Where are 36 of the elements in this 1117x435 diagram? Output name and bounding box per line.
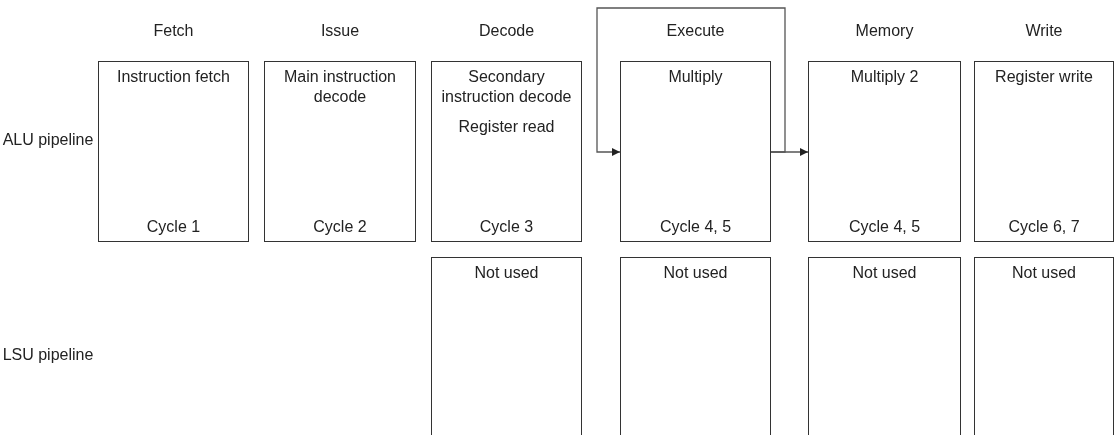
stage-box: [620, 257, 771, 435]
stage-heading: Write: [1024, 21, 1064, 41]
cycle-label: Cycle 6, 7: [1008, 217, 1080, 237]
stage-box: [974, 257, 1114, 435]
stage-box: [808, 61, 961, 242]
cycle-label: Cycle 1: [146, 217, 201, 237]
stage-task: Not used: [474, 263, 539, 283]
stage-heading: Memory: [854, 21, 915, 41]
stage-heading: Decode: [477, 21, 536, 41]
stage-heading: Issue: [319, 21, 361, 41]
cycle-label: Cycle 3: [479, 217, 534, 237]
stage-box: [808, 257, 961, 435]
stage-task: Register read: [458, 117, 555, 137]
cycle-label: Cycle 4, 5: [659, 217, 732, 237]
stage-box: [620, 61, 771, 242]
stage-box: [974, 61, 1114, 242]
stage-task: Not used: [852, 263, 917, 283]
cycle-label: Cycle 2: [313, 217, 367, 237]
stage-task: Main instruction decode: [282, 67, 397, 107]
stage-box: [264, 61, 416, 242]
stage-task: Multiply: [668, 67, 723, 87]
stage-box: [431, 257, 582, 435]
stage-task: Instruction fetch: [117, 67, 230, 87]
stage-heading: Execute: [665, 21, 726, 41]
stage-box: [431, 61, 582, 242]
arrow: [596, 7, 786, 156]
stage-task: Not used: [1011, 263, 1076, 283]
cycle-label: Cycle 4, 5: [848, 217, 921, 237]
row-label: LSU pipeline: [1, 345, 95, 365]
stage-task: Secondary instruction decode: [440, 67, 573, 107]
stage-box: [98, 61, 249, 242]
stage-task: Register write: [995, 67, 1093, 87]
stage-task: Multiply 2: [850, 67, 919, 87]
row-label: ALU pipeline: [1, 130, 95, 150]
stage-task: Not used: [663, 263, 728, 283]
stage-heading: Fetch: [152, 21, 195, 41]
